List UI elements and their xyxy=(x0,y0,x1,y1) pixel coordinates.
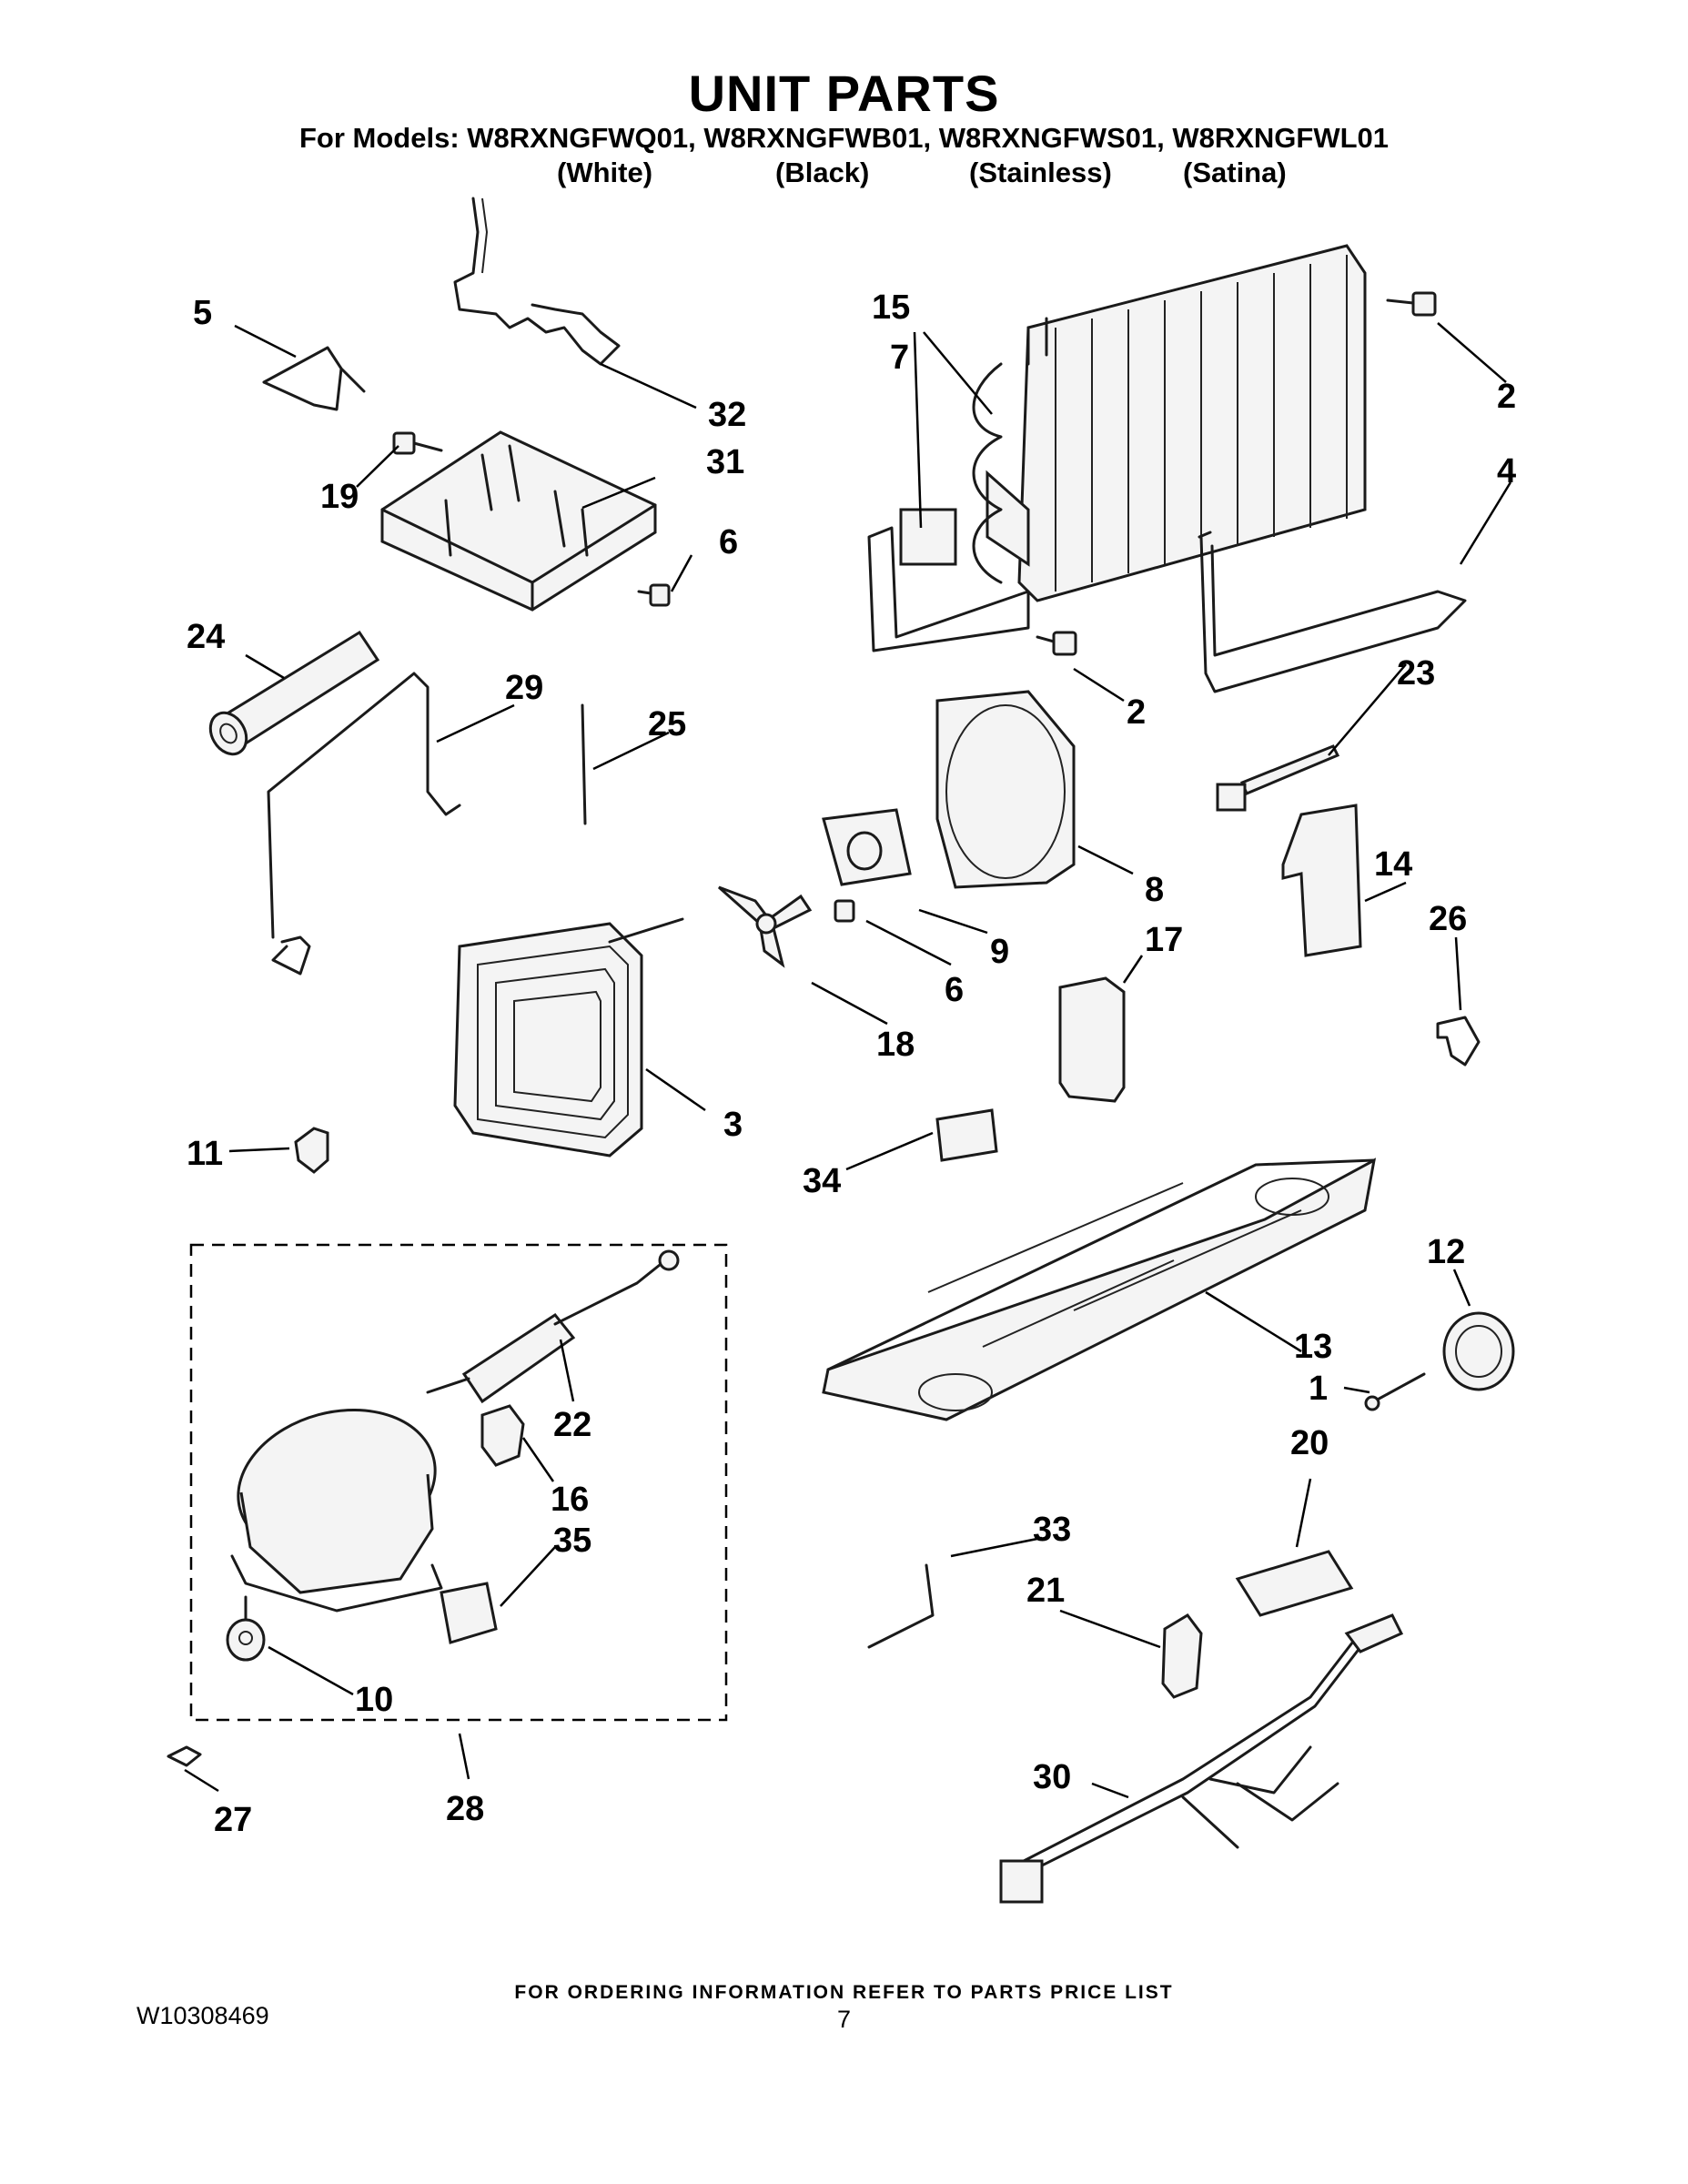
callout-22: 22 xyxy=(553,1406,591,1444)
callout-10: 10 xyxy=(355,1681,393,1719)
callout-20: 20 xyxy=(1290,1424,1329,1462)
callout-14: 14 xyxy=(1374,845,1412,884)
part-1-base-pan xyxy=(822,1158,1377,1421)
part-26-clip xyxy=(1436,1016,1481,1067)
callout-24: 24 xyxy=(187,618,225,656)
callout-2-upper: 2 xyxy=(1497,378,1516,416)
part-25-rod xyxy=(581,703,587,825)
callout-9: 9 xyxy=(990,933,1009,971)
callout-12: 12 xyxy=(1427,1233,1465,1271)
part-7-15-evaporator-coil xyxy=(867,244,1367,652)
ordering-note: FOR ORDERING INFORMATION REFER TO PARTS … xyxy=(514,1982,1174,2003)
part-22-drier xyxy=(426,1249,680,1404)
models-line: For Models: W8RXNGFWQ01, W8RXNGFWB01, W8… xyxy=(298,122,1390,154)
callout-16: 16 xyxy=(551,1481,589,1519)
callout-35: 35 xyxy=(553,1522,591,1560)
callout-labels: 5 32 31 19 6 24 29 25 15 7 2 4 23 2 8 14… xyxy=(187,288,1516,1839)
variant-satina: (Satina) xyxy=(1183,157,1287,188)
callout-6-lower: 6 xyxy=(945,971,964,1009)
part-24-foam-tube xyxy=(208,630,380,756)
callout-15: 15 xyxy=(872,288,910,327)
part-20-label xyxy=(1235,1550,1354,1617)
callout-18: 18 xyxy=(876,1026,915,1064)
callout-28: 28 xyxy=(446,1790,484,1828)
part-13-axle xyxy=(1364,1372,1426,1411)
callout-29: 29 xyxy=(505,669,543,707)
leader-lines xyxy=(184,322,1512,1799)
part-6-screw-lower xyxy=(834,899,855,923)
callout-19: 19 xyxy=(320,478,359,516)
variant-white: (White) xyxy=(557,157,653,188)
page-number: 7 xyxy=(836,2006,852,2033)
variant-black: (Black) xyxy=(775,157,870,188)
variant-stainless: (Stainless) xyxy=(969,157,1112,188)
part-2-screw-lower xyxy=(1036,631,1077,656)
part-35-overload xyxy=(440,1582,498,1644)
document-number: W10308469 xyxy=(136,2002,269,2029)
part-23-cable-tie xyxy=(1216,744,1340,812)
callout-11: 11 xyxy=(187,1135,223,1173)
callout-23: 23 xyxy=(1397,654,1435,693)
callout-26: 26 xyxy=(1429,900,1467,938)
part-28-kit-boundary xyxy=(189,1243,728,1722)
callout-17: 17 xyxy=(1145,921,1183,959)
callout-3: 3 xyxy=(723,1106,743,1144)
callout-6-upper: 6 xyxy=(719,523,738,561)
part-29-tube xyxy=(267,672,461,976)
callout-25: 25 xyxy=(648,705,686,743)
part-21-bracket xyxy=(1161,1613,1203,1699)
part-18-fan-blade xyxy=(718,885,813,968)
callout-34: 34 xyxy=(803,1162,841,1200)
callout-7: 7 xyxy=(890,339,909,377)
callout-32: 32 xyxy=(708,396,746,434)
part-17-foam-block xyxy=(1058,976,1126,1103)
part-2-screw-upper xyxy=(1386,291,1437,317)
page-title: UNIT PARTS xyxy=(688,65,1000,122)
part-14-foam-block xyxy=(1281,804,1362,957)
part-30-wire-harness xyxy=(999,1613,1404,1904)
part-11-clip xyxy=(294,1127,329,1174)
callout-2-lower: 2 xyxy=(1127,693,1146,732)
callout-33: 33 xyxy=(1033,1511,1071,1549)
callout-4: 4 xyxy=(1497,452,1516,490)
part-16-relay xyxy=(480,1404,525,1467)
callout-31: 31 xyxy=(706,443,744,481)
callout-21: 21 xyxy=(1026,1572,1065,1610)
part-5-wire-clip xyxy=(262,346,366,411)
callout-13: 13 xyxy=(1294,1328,1332,1366)
part-31-control-box xyxy=(380,430,657,612)
part-8-fan-shroud xyxy=(935,690,1076,889)
part-6-screw-upper xyxy=(637,583,671,607)
callout-5: 5 xyxy=(193,294,212,332)
part-19-screw xyxy=(392,431,443,455)
part-10-grommet xyxy=(226,1595,266,1662)
part-32-heater-tube xyxy=(453,197,621,366)
callout-27: 27 xyxy=(214,1801,252,1839)
part-34-pad xyxy=(935,1108,998,1162)
part-33-tube xyxy=(867,1563,935,1649)
part-27-clip xyxy=(167,1745,202,1767)
part-12-wheel xyxy=(1442,1311,1515,1391)
compressor xyxy=(230,1408,443,1613)
part-3-condenser xyxy=(453,917,684,1158)
part-4-defrost-heater xyxy=(1198,531,1467,693)
callout-30: 30 xyxy=(1033,1758,1071,1796)
callout-8: 8 xyxy=(1145,871,1164,909)
callout-1: 1 xyxy=(1309,1370,1328,1408)
part-9-fan-motor xyxy=(822,808,912,886)
